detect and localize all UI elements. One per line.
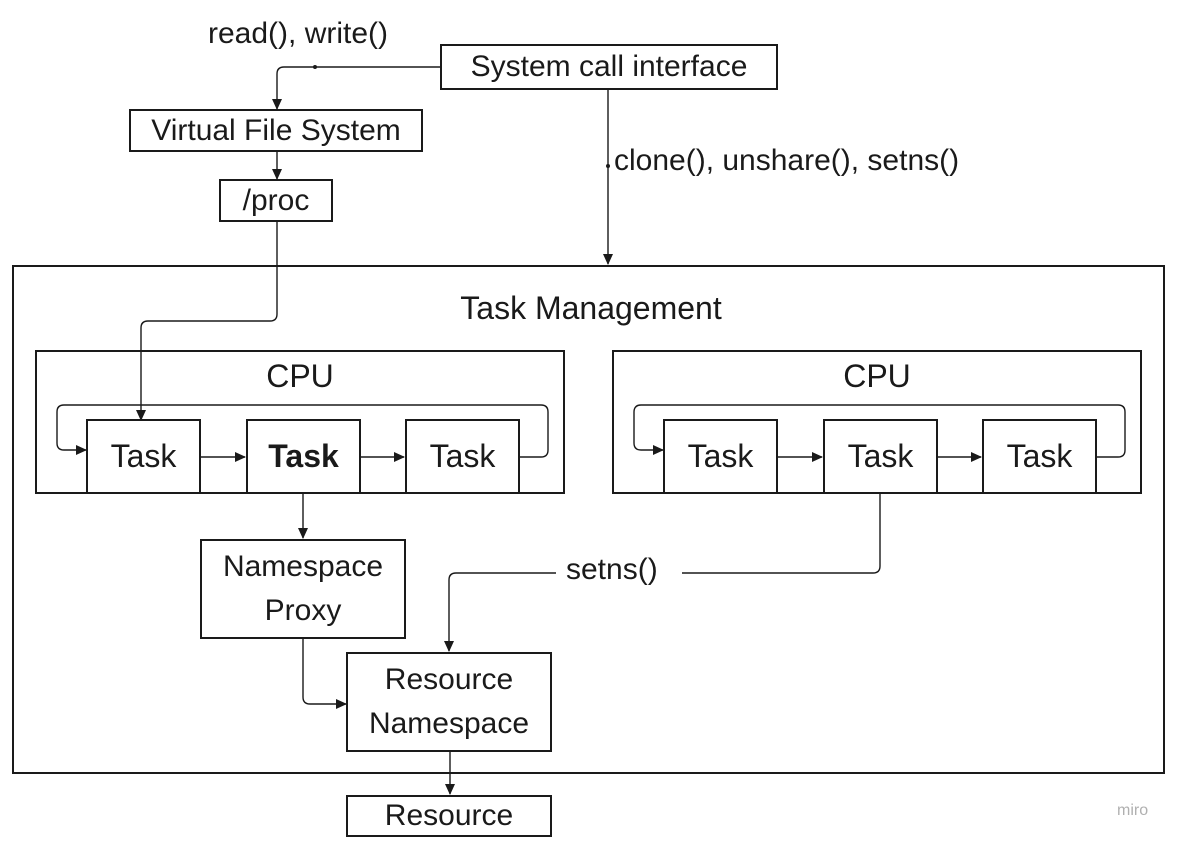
resource-namespace-box: Resource Namespace: [346, 652, 552, 752]
namespace-proxy-line-2: Proxy: [264, 594, 342, 627]
arrow-cpu2-task-to-resource-namespace-part2: [444, 572, 556, 652]
resource-box: Resource: [346, 795, 552, 837]
task-label: Task: [110, 438, 177, 474]
cpu-title-1: CPU: [266, 358, 334, 394]
cpu-title-2: CPU: [843, 358, 911, 394]
task-label: Task: [268, 438, 339, 474]
task-label: Task: [847, 438, 914, 474]
cpu2-task-2: Task: [823, 419, 938, 494]
read-write-label: read(), write(): [208, 17, 389, 50]
task-label: Task: [429, 438, 496, 474]
arrow-proc-to-task: [136, 222, 278, 421]
arrow-syscall-to-vfs: [272, 66, 440, 110]
proc-box: /proc: [219, 179, 333, 222]
virtual-file-system-label: Virtual File System: [151, 113, 401, 147]
arrow-cpu2-task-to-resource-namespace-part1: [682, 494, 881, 574]
clone-unshare-setns-label: clone(), unshare(), setns(): [614, 144, 960, 177]
system-call-interface-box: System call interface: [440, 44, 778, 90]
namespace-proxy-line-1: Namespace: [222, 550, 384, 583]
task-label: Task: [1006, 438, 1073, 474]
resource-namespace-line-1: Resource: [384, 663, 514, 696]
miro-watermark: miro: [1117, 802, 1149, 819]
task-label: Task: [687, 438, 754, 474]
arrow-proxy-to-resource-namespace: [302, 639, 347, 709]
task-management-title: Task Management: [460, 290, 722, 326]
task-management-container: [12, 265, 1165, 774]
junction-dot: [606, 164, 610, 168]
cpu1-task-2-current: Task: [246, 419, 361, 494]
resource-label: Resource: [384, 799, 514, 832]
resource-namespace-line-2: Namespace: [368, 707, 530, 740]
cpu2-task-1: Task: [663, 419, 778, 494]
arrow-cpu1-loop: [56, 404, 549, 458]
cpu1-task-1: Task: [86, 419, 201, 494]
arrow-cpu2-loop: [633, 404, 1126, 458]
namespace-proxy-box: Namespace Proxy: [200, 539, 406, 639]
setns-label: setns(): [566, 553, 658, 586]
cpu2-task-3: Task: [982, 419, 1097, 494]
proc-label: /proc: [242, 183, 310, 217]
cpu1-task-3: Task: [405, 419, 520, 494]
junction-dot: [313, 65, 317, 69]
system-call-interface-label: System call interface: [470, 50, 748, 83]
virtual-file-system-box: Virtual File System: [129, 109, 423, 152]
